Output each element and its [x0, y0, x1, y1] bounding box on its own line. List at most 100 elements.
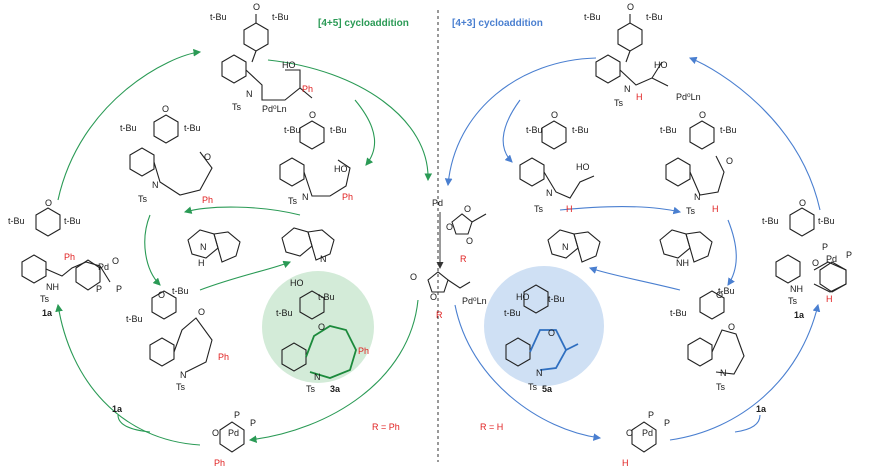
structure-dbu-h-left — [187, 229, 241, 263]
label-o: O — [410, 272, 417, 282]
label-p: P — [846, 250, 852, 260]
structure-top-left-qm — [221, 14, 313, 101]
label-ts: Ts — [534, 204, 544, 214]
label-tbu: t-Bu — [284, 125, 301, 135]
label-n: N — [180, 370, 187, 380]
label-ph: Ph — [214, 458, 225, 468]
header-left: [4+5] cycloaddition — [318, 18, 409, 29]
label-o: O — [728, 322, 735, 332]
label-ho: HO — [334, 164, 348, 174]
label-o: O — [446, 222, 453, 232]
label-tbu: t-Bu — [8, 216, 25, 226]
arrow-right-to-pd-complex — [454, 304, 602, 441]
arrow-right-outer-bottom — [669, 303, 821, 441]
label-1a: 1a — [756, 404, 767, 414]
label-o: O — [627, 2, 634, 12]
label-p: P — [116, 284, 122, 294]
label-r-h: R = H — [480, 422, 503, 432]
label-n: N — [246, 89, 253, 99]
label-ph: Ph — [202, 195, 213, 205]
label-pd: Pd — [98, 262, 109, 272]
label-o: O — [626, 428, 633, 438]
label-h: H — [198, 258, 205, 268]
arrow-left-to-pd — [267, 59, 433, 182]
label-ts: Ts — [40, 294, 50, 304]
arrow-right-outer-top — [688, 56, 821, 211]
structure-carbonate — [451, 213, 487, 235]
label-tbu: t-Bu — [526, 125, 543, 135]
label-tbu: t-Bu — [572, 125, 589, 135]
label-ph: Ph — [358, 346, 369, 356]
label-n: N — [320, 254, 327, 264]
label-r-ph: R = Ph — [372, 422, 400, 432]
structure-left-zwitterion — [129, 114, 213, 196]
arrow-left-lower-mid — [199, 260, 292, 291]
label-p: P — [664, 418, 670, 428]
label-o: O — [253, 2, 260, 12]
label-ho: HO — [282, 60, 296, 70]
label-ho: HO — [654, 60, 668, 70]
structure-pd-allyl — [427, 271, 471, 293]
label-o: O — [309, 110, 316, 120]
label-o: O — [162, 104, 169, 114]
label-nh: NH — [790, 284, 803, 294]
label-ho: HO — [516, 292, 530, 302]
label-p: P — [822, 242, 828, 252]
label-tbu: t-Bu — [120, 123, 137, 133]
label-tbu: t-Bu — [210, 12, 227, 22]
arrow-left-outer-bottom — [55, 303, 201, 446]
label-ho: HO — [576, 162, 590, 172]
label-tbu: t-Bu — [584, 12, 601, 22]
arrow-right-lower-mid — [588, 266, 681, 291]
structure-pd-h-side — [819, 261, 847, 293]
label-tbu: t-Bu — [184, 123, 201, 133]
arrow-right-inner-right — [727, 219, 737, 286]
label-o: O — [799, 198, 806, 208]
label-n: N — [694, 192, 701, 202]
label-o: O — [45, 198, 52, 208]
label-tbu: t-Bu — [318, 292, 335, 302]
label-1a: 1a — [42, 308, 53, 318]
label-o: O — [551, 110, 558, 120]
label-o: O — [318, 322, 325, 332]
arrow-left-1a-in — [117, 414, 151, 433]
label-o: O — [212, 428, 219, 438]
label-n: N — [302, 192, 309, 202]
label-h: H — [826, 294, 833, 304]
structure-right-phenoxide — [687, 290, 745, 375]
label-nh: NH — [676, 258, 689, 268]
label-o: O — [198, 307, 205, 317]
label-h: H — [566, 204, 573, 214]
structure-1a-left — [21, 207, 111, 284]
arrow-right-upper-mid — [559, 205, 682, 215]
structure-right-alcohol — [519, 120, 595, 199]
label-ho: HO — [290, 278, 304, 288]
arrow-left-upper-mid — [183, 206, 301, 216]
label-1a: 1a — [112, 404, 123, 414]
label-h: H — [622, 458, 629, 468]
structure-pd-ph-bottom — [219, 421, 245, 453]
label-nh: NH — [46, 282, 59, 292]
label-tbu: t-Bu — [172, 286, 189, 296]
label-o: O — [466, 236, 473, 246]
label-h: H — [636, 92, 643, 102]
label-r: R — [436, 310, 443, 320]
arrow-left-outer-top — [57, 48, 202, 201]
label-ts: Ts — [716, 382, 726, 392]
label-p: P — [96, 284, 102, 294]
label-o: O — [812, 258, 819, 268]
label-tbu: t-Bu — [818, 216, 835, 226]
label-ts: Ts — [232, 102, 242, 112]
structure-top-right-qm — [595, 14, 669, 87]
label-o: O — [158, 290, 165, 300]
label-o: O — [548, 328, 555, 338]
label-ts: Ts — [686, 206, 696, 216]
label-pd0ln: Pd⁰Ln — [262, 104, 287, 114]
label-ts: Ts — [614, 98, 624, 108]
label-r: R — [460, 254, 467, 264]
label-pd: Pd — [826, 254, 837, 264]
label-ph: Ph — [342, 192, 353, 202]
label-tbu: t-Bu — [64, 216, 81, 226]
